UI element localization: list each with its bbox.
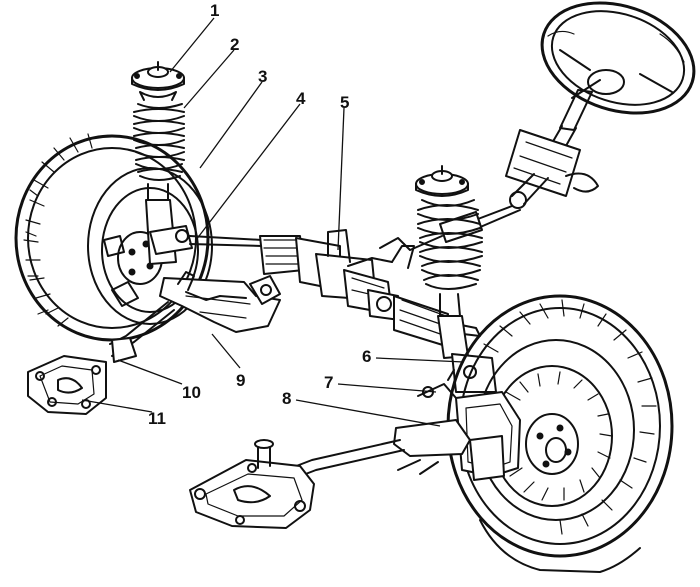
leader-6 [375, 357, 465, 363]
callout-11: 11 [148, 409, 166, 428]
right-bracket [189, 439, 315, 529]
leader-3 [199, 81, 263, 169]
steering-rack [189, 229, 481, 347]
callout-labels: 1 2 3 4 5 6 7 8 9 10 11 [148, 1, 371, 428]
callout-3: 3 [258, 67, 267, 86]
steering-column [403, 89, 599, 251]
leader-11 [81, 399, 153, 413]
leader-9 [211, 333, 241, 369]
callout-7: 7 [324, 373, 333, 392]
steering-wheel [540, 1, 696, 115]
right-lower-arm [285, 419, 471, 481]
left-bracket [27, 355, 107, 415]
callout-8: 8 [282, 389, 291, 408]
right-caliper [417, 369, 521, 481]
leader-10 [117, 359, 183, 385]
left-cross-member [109, 301, 175, 363]
callout-2: 2 [230, 35, 239, 54]
leader-4 [195, 103, 301, 241]
right-strut [415, 165, 497, 393]
callout-10: 10 [182, 383, 201, 402]
callout-4: 4 [296, 89, 306, 108]
callout-1: 1 [210, 1, 219, 20]
callout-6: 6 [362, 347, 371, 366]
leader-8 [295, 399, 441, 427]
left-strut [131, 61, 193, 265]
callout-leaders [81, 17, 465, 427]
leader-1 [169, 17, 215, 73]
left-lower-arm [159, 271, 281, 333]
callout-5: 5 [340, 93, 349, 112]
leader-2 [183, 49, 235, 109]
leader-5 [337, 107, 345, 251]
callout-9: 9 [236, 371, 245, 390]
leader-7 [337, 383, 437, 393]
